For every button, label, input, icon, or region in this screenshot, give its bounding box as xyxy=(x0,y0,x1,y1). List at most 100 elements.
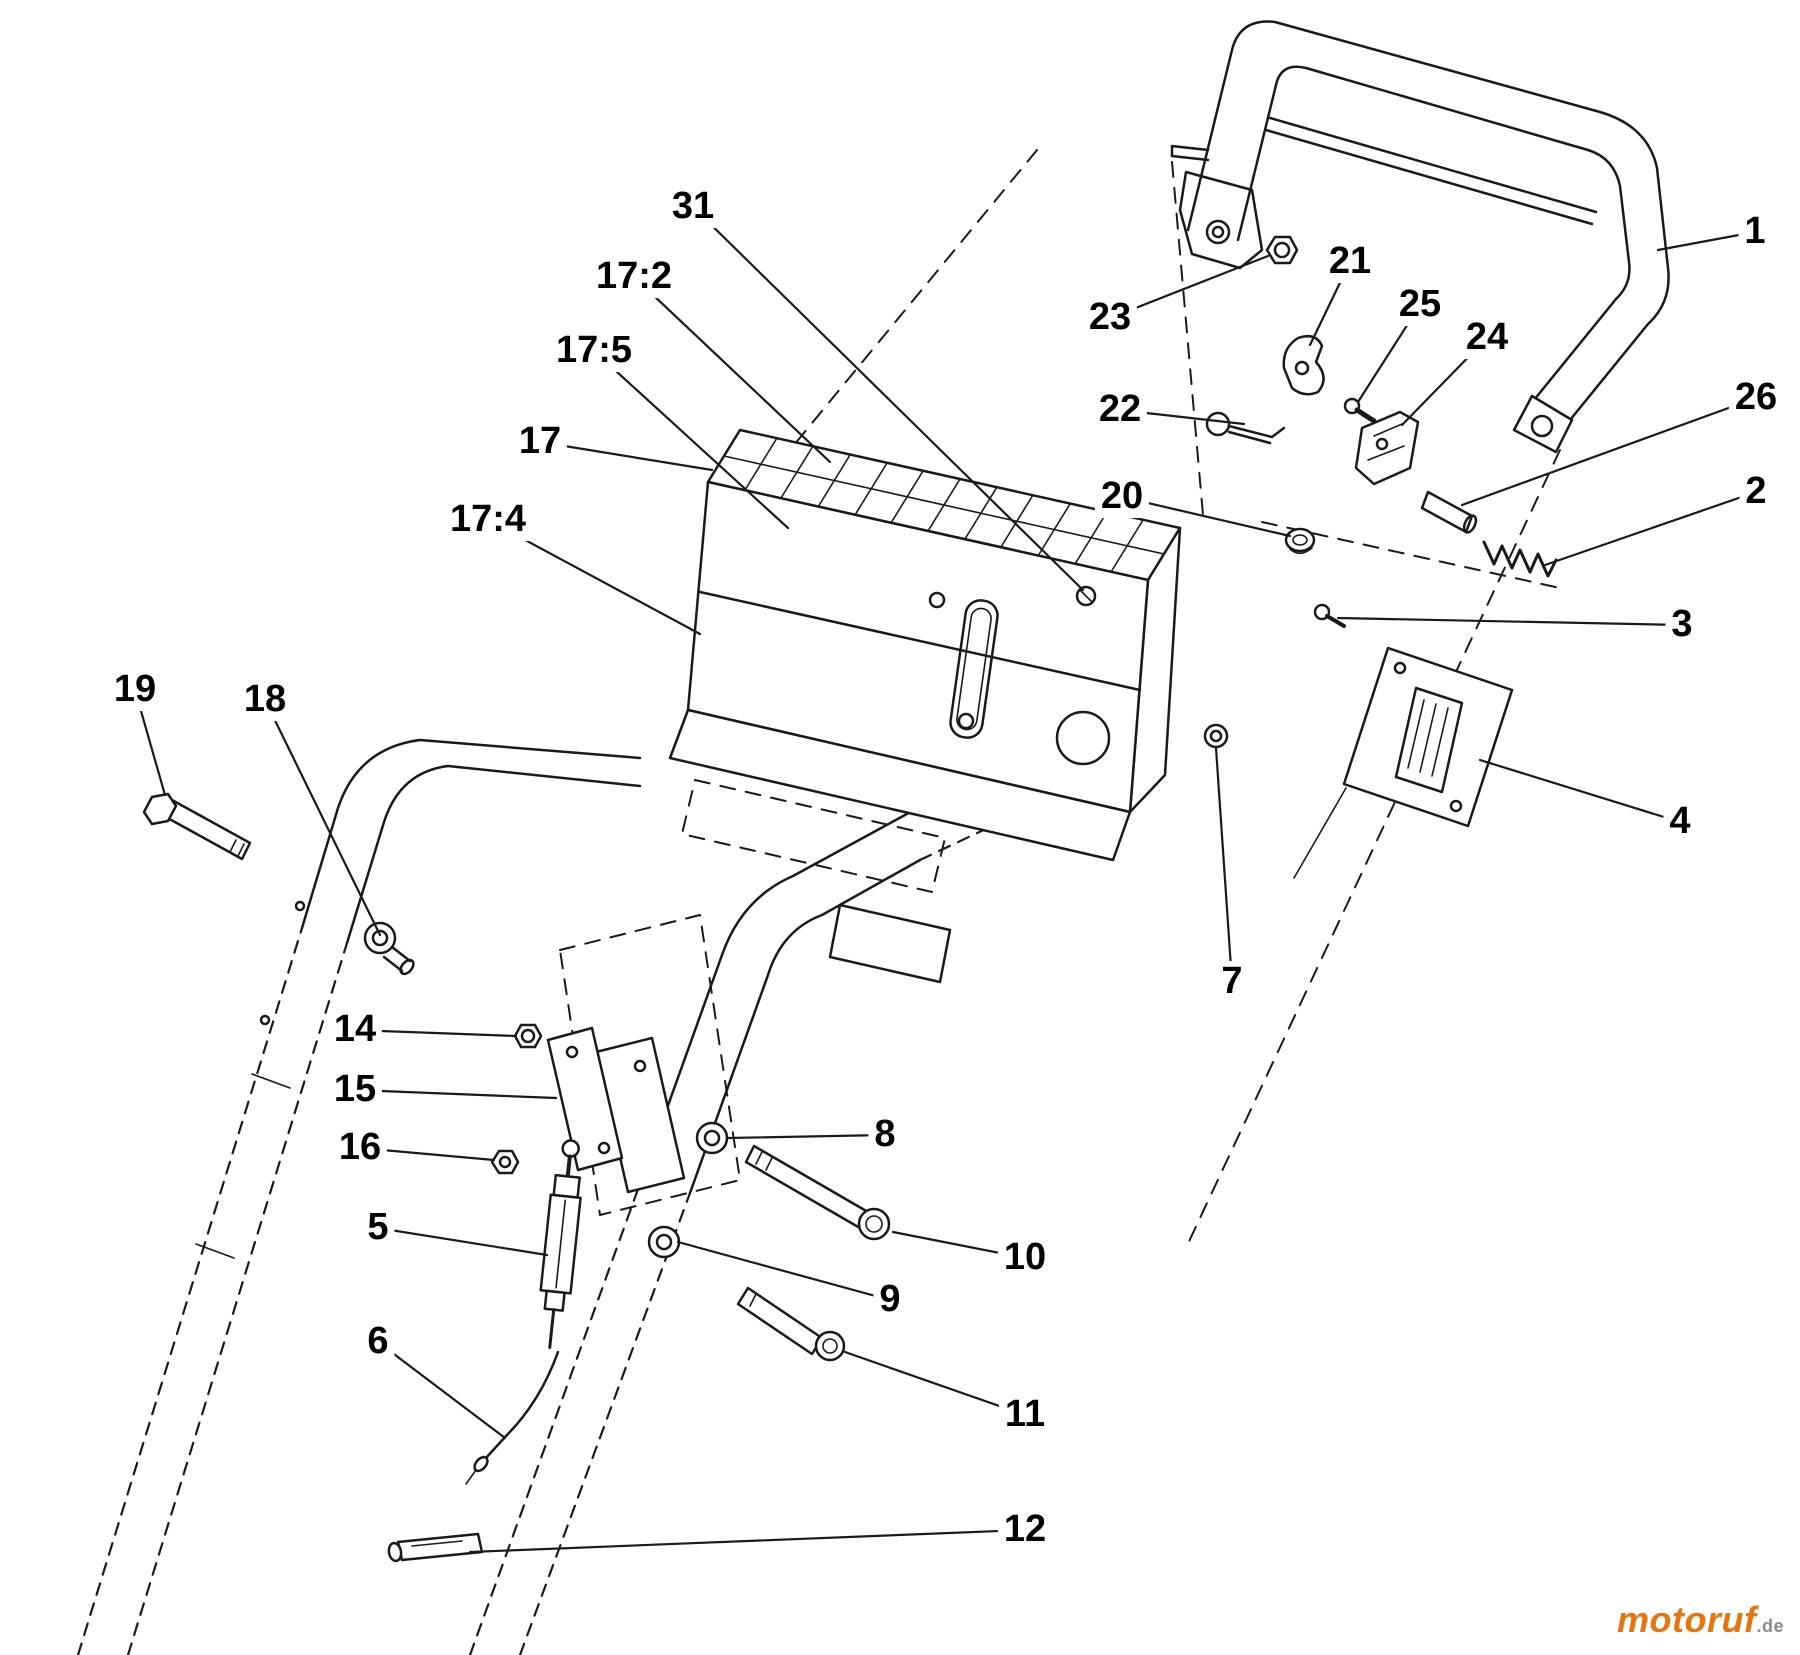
nut-bore xyxy=(1273,241,1291,259)
screw-shaft xyxy=(1325,614,1346,628)
tube-edge xyxy=(640,813,907,1180)
washer-outer xyxy=(1203,723,1229,749)
washer-bore xyxy=(655,1233,673,1251)
leader-line-16 xyxy=(358,1146,496,1162)
leader-line-2 xyxy=(1543,490,1758,567)
leader-line-25 xyxy=(1356,303,1422,404)
leader-line-7 xyxy=(1214,746,1234,984)
part-14-flange-nut xyxy=(513,1023,543,1049)
bolt-head-hex xyxy=(822,1338,838,1354)
slot-outer xyxy=(949,599,999,739)
panel-bottom-flange xyxy=(668,708,1132,862)
bolt-threads xyxy=(229,839,245,857)
leader-line-9 xyxy=(676,1240,892,1302)
bolt-head xyxy=(142,792,178,826)
brand-logo: motoruf.de xyxy=(1617,1599,1784,1641)
guide-line xyxy=(774,149,1038,469)
panel-screw-hole xyxy=(928,591,946,609)
leader-line-5 xyxy=(376,1226,549,1257)
handle-side-pin xyxy=(1170,144,1210,162)
fitting-tip xyxy=(387,1541,403,1563)
bushing-body xyxy=(382,945,412,973)
leader-line-17:5 xyxy=(592,349,790,530)
tube-hidden-edge xyxy=(76,926,304,1655)
panel-hatch-grid xyxy=(723,437,1165,573)
part-6-cable xyxy=(465,1350,560,1485)
plate-detents xyxy=(1407,699,1449,777)
part-31-screw xyxy=(1075,585,1097,607)
fitting-slot xyxy=(411,1540,463,1547)
slot-inner xyxy=(956,607,992,731)
bolt-head-hex xyxy=(865,1215,883,1233)
part-19-bolt xyxy=(142,792,252,861)
part-16-flange-nut xyxy=(490,1149,520,1175)
guide-line xyxy=(1171,161,1204,516)
handle-right-tab xyxy=(1512,394,1574,454)
latch-hardware-cluster xyxy=(1203,235,1558,879)
washer-bore xyxy=(1209,729,1223,743)
handle-crossbar xyxy=(1264,116,1598,226)
brand-name: motoruf xyxy=(1617,1599,1757,1640)
leader-line-12 xyxy=(468,1528,1027,1554)
cap-rim xyxy=(1289,547,1313,555)
handle-inner-edge xyxy=(1236,65,1631,402)
adjuster-rod xyxy=(548,1308,556,1349)
plate-indicator-needle xyxy=(1293,787,1347,879)
leader-line-8 xyxy=(726,1133,887,1140)
screw-shaft xyxy=(1354,407,1377,424)
tube-edge xyxy=(345,764,642,945)
mount-hole-inner xyxy=(1211,225,1225,239)
leader-line-17 xyxy=(538,440,714,472)
tube-edge xyxy=(300,738,642,930)
bolt-shaft xyxy=(744,1144,870,1230)
part-2-spring xyxy=(1482,540,1558,578)
leader-line-17:2 xyxy=(632,275,832,464)
bolt-head xyxy=(814,1330,846,1362)
leader-line-23 xyxy=(1108,254,1270,320)
panel-screw-hole xyxy=(957,712,975,730)
hook-rod xyxy=(1227,424,1286,445)
leader-line-24 xyxy=(1400,336,1489,427)
leader-line-20 xyxy=(1120,495,1292,538)
part-15-bracket xyxy=(546,1026,686,1194)
bracket-hole xyxy=(633,1059,647,1073)
tab-hole xyxy=(1530,414,1554,438)
upper-handle-bar xyxy=(1170,20,1670,454)
lower-handle-right-tube xyxy=(468,780,994,1655)
leader-line-19 xyxy=(133,688,167,797)
mount-hole xyxy=(1205,219,1231,245)
part-22-hook-rod xyxy=(1205,411,1286,445)
bolt-head xyxy=(857,1207,891,1241)
leader-line-18 xyxy=(263,698,382,937)
screw-slot xyxy=(1079,589,1093,603)
adjuster-hex xyxy=(552,1173,581,1199)
panel-control-slot xyxy=(949,599,999,739)
part-10-bolt xyxy=(744,1144,891,1241)
nut-hex xyxy=(490,1149,520,1175)
brand-suffix: .de xyxy=(1756,1616,1784,1636)
bracket-hole xyxy=(597,1141,611,1155)
guide-box-panel-tube xyxy=(681,779,946,893)
part-11-bolt xyxy=(736,1286,846,1362)
part-24-bracket xyxy=(1354,410,1420,486)
control-panel-housing xyxy=(668,428,1182,984)
part-8-washer xyxy=(695,1121,729,1155)
lever-hole xyxy=(1294,360,1310,376)
bolt-shaft xyxy=(736,1286,824,1356)
nut-hex xyxy=(1265,235,1299,265)
adjuster-centerline xyxy=(555,1199,567,1289)
part-9-washer xyxy=(647,1225,681,1259)
tube-hole xyxy=(259,1014,271,1026)
bracket-hole xyxy=(565,1045,579,1059)
part-12-cable-fitting xyxy=(387,1532,484,1563)
pin-end xyxy=(1462,514,1478,534)
lower-handle-left-tube xyxy=(76,738,642,1655)
tube-edge xyxy=(688,858,922,1195)
part-5-cable-adjuster xyxy=(539,1139,582,1349)
part-25-screw xyxy=(1343,397,1377,424)
leader-lines xyxy=(133,205,1758,1554)
nut-hex xyxy=(513,1023,543,1049)
bushing-outer xyxy=(363,921,397,955)
handle-outer-edge xyxy=(1186,20,1670,427)
